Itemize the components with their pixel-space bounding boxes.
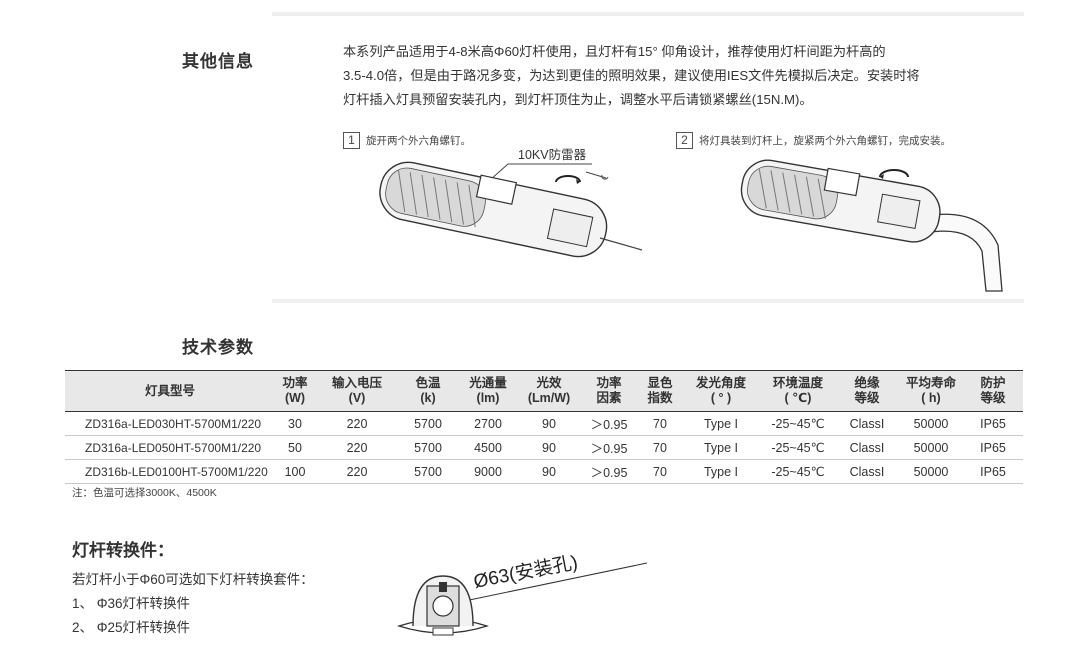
step-2-caption: 2 将灯具装到灯杆上，旋紧两个外六角螺钉，完成安装。 bbox=[676, 132, 951, 149]
cell: 50000 bbox=[913, 416, 949, 431]
cell-model: ZD316a-LED050HT-5700M1/220 bbox=[85, 440, 262, 455]
cell-model: ZD316a-LED030HT-5700M1/220 bbox=[85, 416, 262, 431]
cell: 50000 bbox=[913, 464, 949, 479]
converter-line: 2、 Φ25灯杆转换件 bbox=[72, 620, 191, 635]
converter-line: 1、 Φ36灯杆转换件 bbox=[72, 596, 191, 611]
cell: IP65 bbox=[980, 464, 1006, 479]
cell: ＞0.95 bbox=[590, 466, 628, 480]
cell: Type I bbox=[703, 416, 739, 431]
table-note: 注：色温可选择3000K、4500K bbox=[72, 487, 217, 499]
step-number: 2 bbox=[676, 132, 693, 149]
mounting-hole-illustration: Ø63(安装孔) bbox=[397, 551, 648, 636]
cell: 50000 bbox=[913, 440, 949, 455]
cell: 5700 bbox=[414, 416, 442, 431]
header-lumen: 光通量(lm) bbox=[469, 376, 507, 405]
other-info-title: 其他信息 bbox=[182, 52, 254, 71]
cell: -25~45℃ bbox=[771, 465, 825, 479]
dimension-label: Ø63(安装孔) bbox=[472, 551, 580, 593]
cell: ＞0.95 bbox=[590, 442, 628, 456]
cell: IP65 bbox=[980, 440, 1006, 455]
header-ambient-temp: 环境温度( ℃) bbox=[772, 376, 823, 405]
step-number: 1 bbox=[343, 132, 360, 149]
other-info-paragraph: 本系列产品适用于4-8米高Φ60灯杆使用，且灯杆有15° 仰角设计，推荐使用灯杆… bbox=[343, 40, 1033, 112]
cell: ClassI bbox=[849, 440, 885, 455]
step-text: 旋开两个外六角螺钉。 bbox=[366, 135, 471, 147]
cell: 5700 bbox=[414, 464, 442, 479]
other-info-line: 3.5-4.0倍，但是由于路况多变，为达到更佳的照明效果，建议使用IES文件先模… bbox=[343, 68, 920, 83]
converter-line: 若灯杆小于Φ60可选如下灯杆转换套件： bbox=[72, 572, 314, 587]
cell: 70 bbox=[653, 416, 667, 431]
cell: 220 bbox=[346, 416, 368, 431]
step-2-illustration bbox=[740, 159, 1003, 292]
cell: 30 bbox=[288, 416, 302, 431]
header-model: 灯具型号 bbox=[144, 383, 195, 398]
other-info-line: 灯杆插入灯具预留安装孔内，到灯杆顶住为止，调整水平后请锁紧螺丝(15N.M)。 bbox=[343, 92, 813, 107]
spec-table: 灯具型号 功率(W) 输入电压(V) 色温(k) 光通量(lm) 光效(Lm/W… bbox=[65, 370, 1023, 484]
cell: 2700 bbox=[474, 416, 502, 431]
tech-params-title: 技术参数 bbox=[182, 338, 254, 357]
header-lifetime: 平均寿命( h) bbox=[905, 376, 956, 405]
spec-header-row: 灯具型号 功率(W) 输入电压(V) 色温(k) 光通量(lm) 光效(Lm/W… bbox=[65, 370, 1023, 412]
cell: Type I bbox=[703, 440, 739, 455]
cell: ClassI bbox=[849, 464, 885, 479]
cell: IP65 bbox=[980, 416, 1006, 431]
header-cri: 显色指数 bbox=[647, 376, 673, 405]
header-cct: 色温(k) bbox=[415, 376, 441, 405]
other-info-line: 本系列产品适用于4-8米高Φ60灯杆使用，且灯杆有15° 仰角设计，推荐使用灯杆… bbox=[343, 44, 886, 59]
cell: 90 bbox=[542, 440, 556, 455]
step-text: 将灯具装到灯杆上，旋紧两个外六角螺钉，完成安装。 bbox=[699, 135, 951, 147]
cell: 4500 bbox=[474, 440, 502, 455]
header-power-factor: 功率因素 bbox=[596, 376, 622, 405]
cell-model: ZD316b-LED0100HT-5700M1/220 bbox=[85, 464, 268, 479]
cell: 70 bbox=[653, 464, 667, 479]
cell: 5700 bbox=[414, 440, 442, 455]
section-divider bbox=[272, 299, 1024, 303]
cell: 220 bbox=[346, 440, 368, 455]
cell: 100 bbox=[284, 464, 306, 479]
cell: 9000 bbox=[474, 464, 502, 479]
header-insulation: 绝缘等级 bbox=[854, 376, 880, 405]
header-voltage: 输入电压(V) bbox=[331, 376, 382, 405]
header-beam-angle: 发光角度( ° ) bbox=[695, 376, 746, 405]
cell: 70 bbox=[653, 440, 667, 455]
table-row: ZD316b-LED0100HT-5700M1/220 100 220 5700… bbox=[65, 460, 1023, 484]
cell: Type I bbox=[703, 464, 739, 479]
table-row: ZD316a-LED030HT-5700M1/220 30 220 5700 2… bbox=[65, 412, 1023, 436]
surge-protector-callout: 10KV防雷器 bbox=[518, 148, 587, 162]
cell: -25~45℃ bbox=[771, 417, 825, 431]
cell: 90 bbox=[542, 464, 556, 479]
header-power: 功率(W) bbox=[282, 376, 308, 405]
table-row: ZD316a-LED050HT-5700M1/220 50 220 5700 4… bbox=[65, 436, 1023, 460]
cell: 90 bbox=[542, 416, 556, 431]
step-1-caption: 1 旋开两个外六角螺钉。 bbox=[343, 132, 471, 149]
cell: ＞0.95 bbox=[590, 418, 628, 432]
header-ip-rating: 防护等级 bbox=[980, 376, 1006, 405]
step-1-illustration bbox=[379, 161, 643, 258]
cell: 50 bbox=[288, 440, 302, 455]
cell: ClassI bbox=[849, 416, 885, 431]
converter-title: 灯杆转换件： bbox=[72, 541, 174, 560]
cell: -25~45℃ bbox=[771, 441, 825, 455]
cell: 220 bbox=[346, 464, 368, 479]
top-divider bbox=[272, 12, 1024, 16]
header-efficacy: 光效(Lm/W) bbox=[527, 376, 571, 405]
